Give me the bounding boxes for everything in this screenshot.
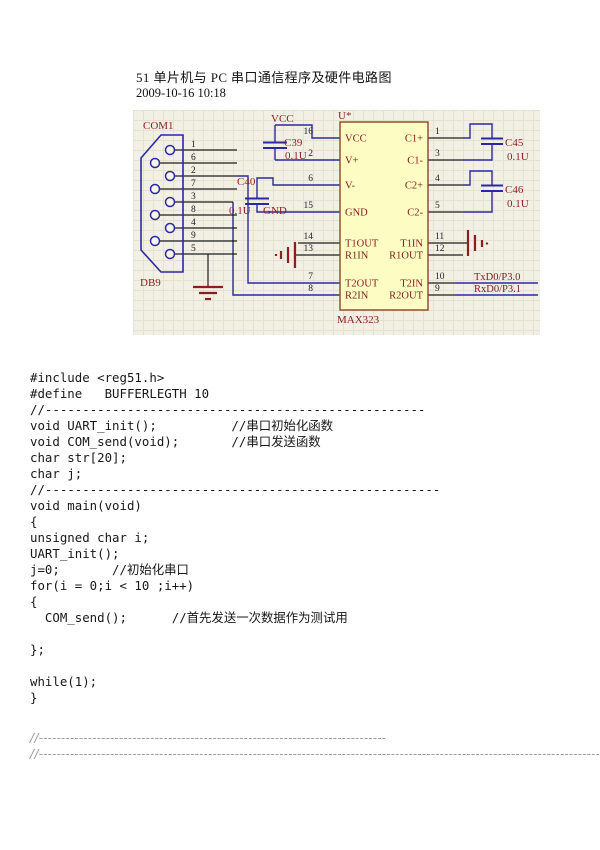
chip-pin-name: T2OUT <box>345 279 379 290</box>
chip-designator: U* <box>338 110 351 122</box>
db9-pin-number: 8 <box>191 205 196 215</box>
footer-comment-rule-1: //--------------------------------------… <box>30 731 387 745</box>
chip-pin-name: T2IN <box>400 279 423 290</box>
chip-pin-number: 8 <box>308 284 313 294</box>
chip-pin-name: C2- <box>407 208 423 219</box>
chip-pin-name: T1IN <box>400 239 423 250</box>
post-date: 2009-10-16 10:18 <box>136 86 226 100</box>
db9-pin-number: 2 <box>191 166 196 176</box>
chip-pin-name: T1OUT <box>345 239 379 250</box>
db9-pin-number: 9 <box>191 231 196 241</box>
chip-pin-number: 15 <box>304 201 314 211</box>
db9-pin-circles <box>149 144 176 260</box>
chip-pin-name: V- <box>345 181 356 192</box>
chip-part-number: MAX323 <box>337 314 380 326</box>
c45-ref: C45 <box>505 137 524 149</box>
db9-pin-number: 7 <box>191 179 196 189</box>
chip-pin-name: VCC <box>345 134 367 145</box>
max323-chip-body <box>339 121 429 311</box>
chip-pin-number: 16 <box>304 127 314 137</box>
chip-pin-name: V+ <box>345 156 359 167</box>
pin-stubs <box>159 137 468 296</box>
schematic-svg: COM1 DB9 1 6 2 7 3 8 4 9 5 VCC C39 0.1U … <box>133 110 540 335</box>
schematic-grid <box>133 110 540 335</box>
wires <box>232 123 538 296</box>
circuit-schematic: COM1 DB9 1 6 2 7 3 8 4 9 5 VCC C39 0.1U … <box>133 110 540 335</box>
com1-label: COM1 <box>143 120 174 132</box>
rxd-net-label: RxD0/P3.1 <box>474 284 521 295</box>
chip-pin-number: 6 <box>308 174 313 184</box>
c46-value: 0.1U <box>507 198 529 210</box>
vcc-label: VCC <box>271 113 294 125</box>
chip-pin-number: 4 <box>435 174 440 184</box>
chip-pin-number: 14 <box>304 232 314 242</box>
db9-connector <box>140 134 184 273</box>
post-title: 51 单片机与 PC 串口通信程序及硬件电路图 <box>136 70 392 85</box>
chip-pin-number: 9 <box>435 284 440 294</box>
chip-pin-name: R1IN <box>345 251 369 262</box>
chip-pin-number: 7 <box>308 272 313 282</box>
db9-pin-number: 1 <box>191 140 196 150</box>
db9-label: DB9 <box>140 277 161 289</box>
chip-pin-name: R1OUT <box>389 251 423 262</box>
chip-pin-number: 13 <box>304 244 314 254</box>
chip-pin-number: 10 <box>435 272 445 282</box>
gnd-label: GND <box>263 205 287 217</box>
chip-pin-number: 5 <box>435 201 440 211</box>
chip-pin-number: 11 <box>435 232 444 242</box>
db9-pin-number: 6 <box>191 153 196 163</box>
c45-value: 0.1U <box>507 151 529 163</box>
db9-pin-number: 3 <box>191 192 196 202</box>
ground-symbols <box>193 230 489 301</box>
chip-pin-name: GND <box>345 208 368 219</box>
db9-pin-number: 5 <box>191 244 196 254</box>
c46-ref: C46 <box>505 184 524 196</box>
txd-net-label: TxD0/P3.0 <box>474 272 520 283</box>
source-code: #include <reg51.h> #define BUFFERLEGTH 1… <box>30 370 441 705</box>
c40-value: 0.1U <box>229 205 251 217</box>
chip-pin-name: C2+ <box>405 181 423 192</box>
chip-pin-name: R2OUT <box>389 291 423 302</box>
chip-pin-name: R2IN <box>345 291 369 302</box>
footer-comment-rule-2: //--------------------------------------… <box>30 747 600 761</box>
chip-pin-number: 3 <box>435 149 440 159</box>
chip-pin-name: C1- <box>407 156 423 167</box>
c39-value: 0.1U <box>285 150 307 162</box>
db9-pin-number: 4 <box>191 218 196 228</box>
capacitor-plates <box>245 137 503 205</box>
chip-pin-number: 12 <box>435 244 445 254</box>
chip-pin-number: 2 <box>308 149 313 159</box>
chip-pin-number: 1 <box>435 127 440 137</box>
c40-ref: C40 <box>237 176 256 188</box>
c39-ref: C39 <box>284 137 303 149</box>
chip-pin-name: C1+ <box>405 134 423 145</box>
